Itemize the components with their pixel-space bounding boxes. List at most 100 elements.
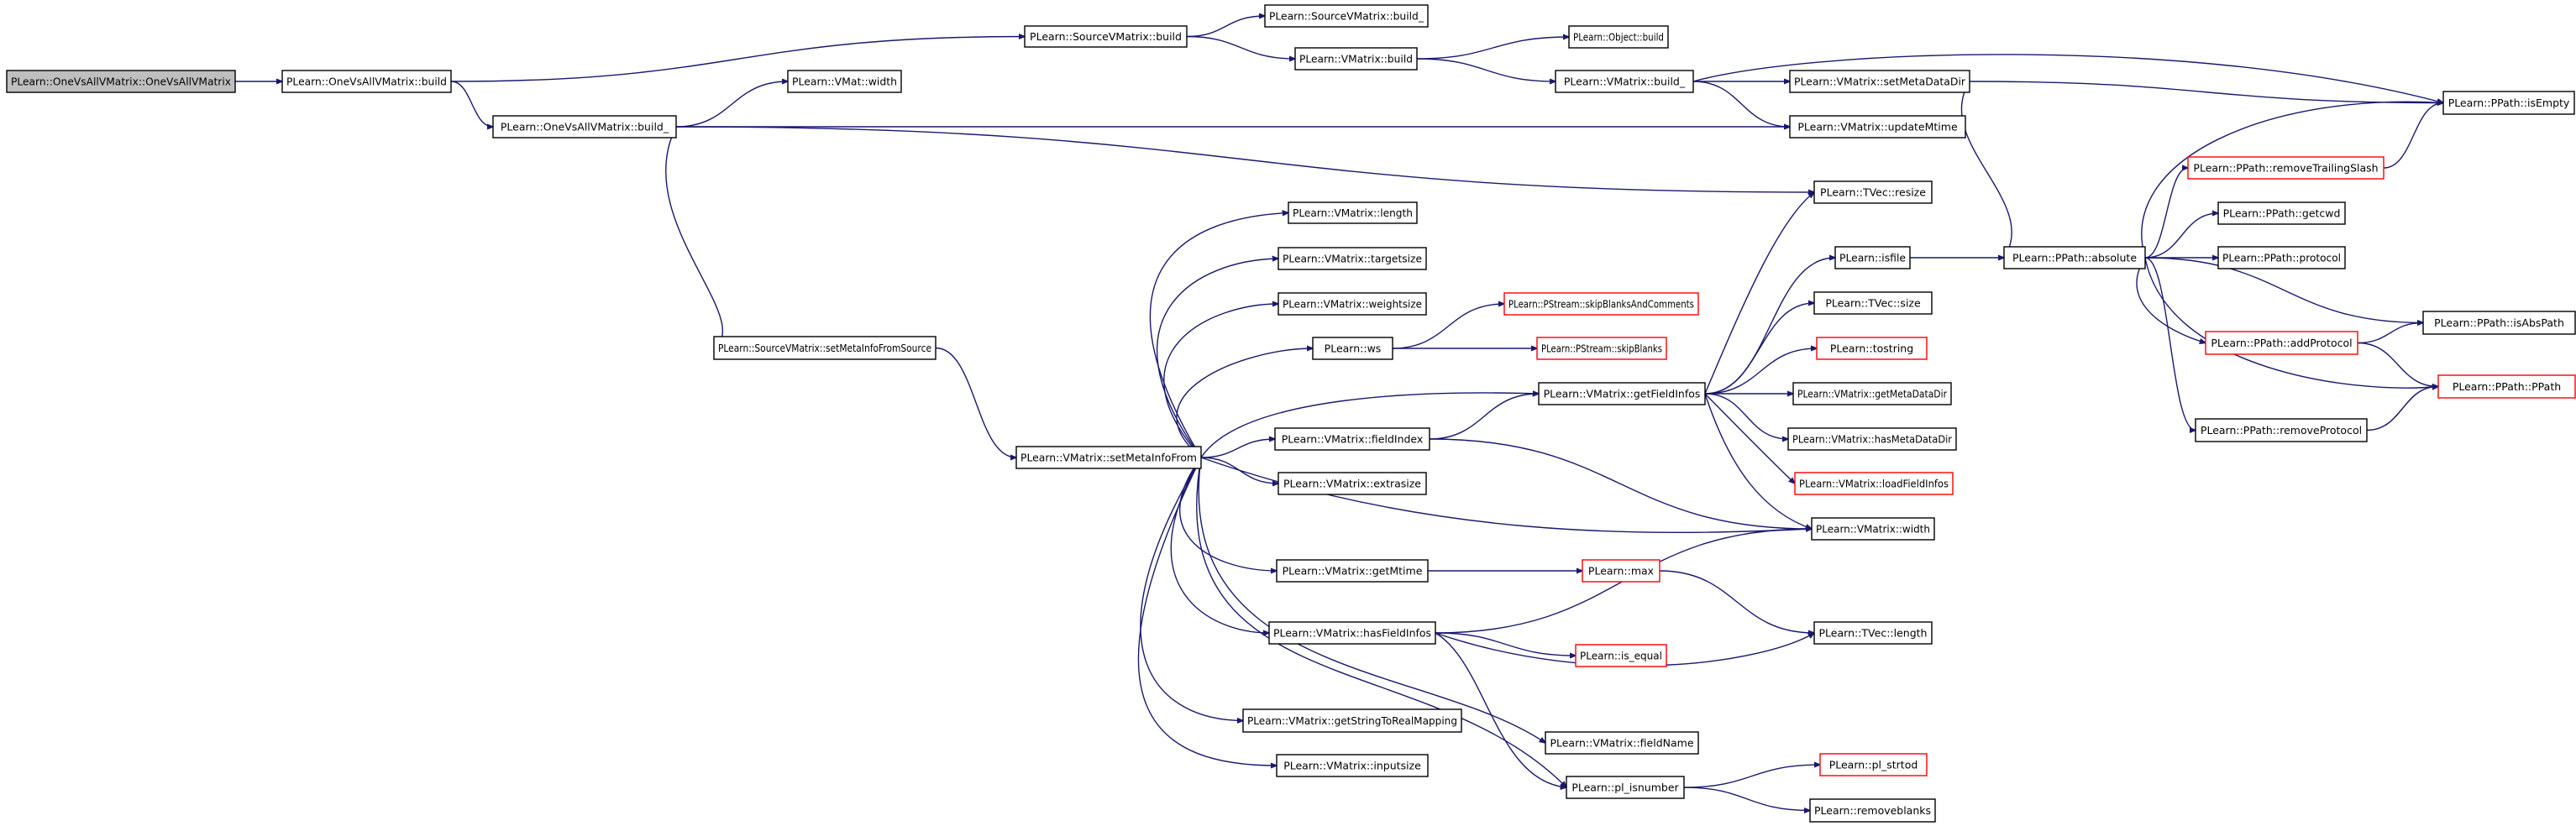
node-plearn-vmatrix-setmetadatadir[interactable]: PLearn::VMatrix::setMetaDataDir bbox=[1789, 70, 1970, 93]
node-box[interactable] bbox=[1813, 291, 1933, 315]
node-plearn-tvec-size[interactable]: PLearn::TVec::size bbox=[1813, 291, 1933, 315]
node-box[interactable] bbox=[2442, 91, 2575, 115]
node-box[interactable] bbox=[1582, 559, 1660, 583]
node-plearn-vmatrix-fieldindex[interactable]: PLearn::VMatrix::fieldIndex bbox=[1274, 427, 1430, 451]
node-plearn-vmatrix-hasfieldinfos[interactable]: PLearn::VMatrix::hasFieldInfos bbox=[1268, 621, 1436, 645]
node-plearn-vmatrix-extrasize[interactable]: PLearn::VMatrix::extrasize bbox=[1278, 472, 1427, 495]
node-box[interactable] bbox=[2187, 156, 2385, 180]
node-box[interactable] bbox=[1811, 517, 1935, 541]
node-box[interactable] bbox=[2437, 374, 2576, 399]
node-box[interactable] bbox=[492, 115, 677, 139]
node-plearn-vmat-width[interactable]: PLearn::VMat::width bbox=[787, 70, 902, 93]
node-plearn-removeblanks[interactable]: PLearn::removeblanks bbox=[1809, 798, 1936, 823]
node-box[interactable] bbox=[1538, 382, 1706, 405]
node-plearn-ppath-protocol[interactable]: PLearn::PPath::protocol bbox=[2217, 246, 2346, 269]
node-box[interactable] bbox=[1294, 47, 1418, 71]
node-plearn-tostring[interactable]: PLearn::tostring bbox=[1816, 337, 1928, 360]
node-plearn-is-equal[interactable]: PLearn::is_equal bbox=[1575, 644, 1667, 667]
node-box[interactable] bbox=[1536, 337, 1667, 360]
node-box[interactable] bbox=[1024, 25, 1188, 48]
node-plearn-ppath-getcwd[interactable]: PLearn::PPath::getcwd bbox=[2217, 201, 2346, 225]
node-plearn-vmatrix-getmtime[interactable]: PLearn::VMatrix::getMtime bbox=[1276, 559, 1429, 583]
node-box[interactable] bbox=[1794, 472, 1954, 495]
node-plearn-ppath-absolute[interactable]: PLearn::PPath::absolute bbox=[2003, 246, 2146, 269]
node-plearn-pstream-skipblanks[interactable]: PLearn::PStream::skipBlanks bbox=[1536, 337, 1667, 360]
node-box[interactable] bbox=[1789, 70, 1970, 93]
node-box[interactable] bbox=[1268, 621, 1436, 645]
node-plearn-vmatrix-width[interactable]: PLearn::VMatrix::width bbox=[1811, 517, 1935, 541]
node-plearn-vmatrix-loadfieldinfos[interactable]: PLearn::VMatrix::loadFieldInfos bbox=[1794, 472, 1954, 495]
node-plearn-vmatrix-setmetainfofrom[interactable]: PLearn::VMatrix::setMetaInfoFrom bbox=[1015, 446, 1202, 469]
node-plearn-onevsallvmatrix-onevsallvmatrix[interactable]: PLearn::OneVsAllVMatrix::OneVsAllVMatrix bbox=[6, 70, 236, 93]
node-plearn-max[interactable]: PLearn::max bbox=[1582, 559, 1660, 583]
node-box[interactable] bbox=[2217, 201, 2346, 225]
node-box[interactable] bbox=[2205, 331, 2358, 355]
node-box[interactable] bbox=[1792, 382, 1952, 405]
node-box[interactable] bbox=[713, 336, 936, 360]
node-plearn-sourcevmatrix-build[interactable]: PLearn::SourceVMatrix::build_ bbox=[1264, 4, 1429, 28]
node-plearn-ppath-isempty[interactable]: PLearn::PPath::isEmpty bbox=[2442, 91, 2575, 115]
node-box[interactable] bbox=[1568, 25, 1669, 49]
node-box[interactable] bbox=[1242, 708, 1462, 733]
node-box[interactable] bbox=[1555, 70, 1694, 93]
node-box[interactable] bbox=[281, 70, 452, 93]
node-box[interactable] bbox=[1834, 246, 1911, 269]
node-box[interactable] bbox=[1312, 337, 1393, 360]
node-plearn-ppath-removeprotocol[interactable]: PLearn::PPath::removeProtocol bbox=[2195, 418, 2368, 442]
node-plearn-ppath-addprotocol[interactable]: PLearn::PPath::addProtocol bbox=[2205, 331, 2358, 355]
node-plearn-vmatrix-hasmetadatadir[interactable]: PLearn::VMatrix::hasMetaDataDir bbox=[1787, 427, 1957, 451]
node-plearn-ppath-removetrailingslash[interactable]: PLearn::PPath::removeTrailingSlash bbox=[2187, 156, 2385, 180]
node-plearn-vmatrix-fieldname[interactable]: PLearn::VMatrix::fieldName bbox=[1545, 731, 1699, 755]
node-box[interactable] bbox=[1015, 446, 1202, 469]
node-box[interactable] bbox=[2217, 246, 2346, 269]
node-plearn-vmatrix-inputsize[interactable]: PLearn::VMatrix::inputsize bbox=[1276, 754, 1429, 777]
node-box[interactable] bbox=[1819, 753, 1928, 776]
node-plearn-tvec-length[interactable]: PLearn::TVec::length bbox=[1813, 621, 1933, 645]
node-box[interactable] bbox=[1566, 776, 1685, 799]
node-box[interactable] bbox=[1813, 621, 1933, 645]
node-plearn-sourcevmatrix-setmetainfofromsource[interactable]: PLearn::SourceVMatrix::setMetaInfoFromSo… bbox=[713, 336, 936, 360]
node-box[interactable] bbox=[2003, 246, 2146, 269]
node-box[interactable] bbox=[1264, 4, 1429, 28]
node-plearn-pstream-skipblanksandcomments[interactable]: PLearn::PStream::skipBlanksAndComments bbox=[1503, 292, 1699, 316]
node-plearn-sourcevmatrix-build[interactable]: PLearn::SourceVMatrix::build bbox=[1024, 25, 1188, 48]
node-box[interactable] bbox=[6, 70, 236, 93]
node-box[interactable] bbox=[1276, 559, 1429, 583]
node-plearn-isfile[interactable]: PLearn::isfile bbox=[1834, 246, 1911, 269]
node-box[interactable] bbox=[1276, 754, 1429, 777]
node-box[interactable] bbox=[1278, 292, 1427, 316]
node-plearn-onevsallvmatrix-build[interactable]: PLearn::OneVsAllVMatrix::build_ bbox=[492, 115, 677, 139]
node-plearn-ppath-isabspath[interactable]: PLearn::PPath::isAbsPath bbox=[2422, 311, 2576, 335]
node-box[interactable] bbox=[1787, 427, 1957, 451]
node-plearn-tvec-resize[interactable]: PLearn::TVec::resize bbox=[1813, 180, 1933, 204]
node-box[interactable] bbox=[1813, 180, 1933, 204]
node-box[interactable] bbox=[1816, 337, 1928, 360]
node-box[interactable] bbox=[1789, 115, 1966, 139]
node-plearn-vmatrix-build[interactable]: PLearn::VMatrix::build_ bbox=[1555, 70, 1694, 93]
node-plearn-object-build[interactable]: PLearn::Object::build bbox=[1568, 25, 1669, 49]
node-plearn-pl-strtod[interactable]: PLearn::pl_strtod bbox=[1819, 753, 1928, 776]
node-plearn-ws[interactable]: PLearn::ws bbox=[1312, 337, 1393, 360]
node-plearn-vmatrix-updatemtime[interactable]: PLearn::VMatrix::updateMtime bbox=[1789, 115, 1966, 139]
node-box[interactable] bbox=[2422, 311, 2576, 335]
node-plearn-vmatrix-getmetadatadir[interactable]: PLearn::VMatrix::getMetaDataDir bbox=[1792, 382, 1952, 405]
node-box[interactable] bbox=[2195, 418, 2368, 442]
node-plearn-vmatrix-getstringtorealmapping[interactable]: PLearn::VMatrix::getStringToRealMapping bbox=[1242, 708, 1462, 733]
node-plearn-vmatrix-length[interactable]: PLearn::VMatrix::length bbox=[1288, 201, 1418, 224]
node-box[interactable] bbox=[1545, 731, 1699, 755]
node-plearn-pl-isnumber[interactable]: PLearn::pl_isnumber bbox=[1566, 776, 1685, 799]
node-box[interactable] bbox=[1809, 798, 1936, 823]
node-plearn-onevsallvmatrix-build[interactable]: PLearn::OneVsAllVMatrix::build bbox=[281, 70, 452, 93]
node-box[interactable] bbox=[1575, 644, 1667, 667]
node-plearn-vmatrix-build[interactable]: PLearn::VMatrix::build bbox=[1294, 47, 1418, 71]
node-box[interactable] bbox=[787, 70, 902, 93]
node-box[interactable] bbox=[1278, 247, 1427, 270]
node-box[interactable] bbox=[1288, 201, 1418, 224]
node-plearn-vmatrix-getfieldinfos[interactable]: PLearn::VMatrix::getFieldInfos bbox=[1538, 382, 1706, 405]
node-box[interactable] bbox=[1503, 292, 1699, 316]
node-box[interactable] bbox=[1278, 472, 1427, 495]
node-plearn-vmatrix-targetsize[interactable]: PLearn::VMatrix::targetsize bbox=[1278, 247, 1427, 270]
node-plearn-ppath-ppath[interactable]: PLearn::PPath::PPath bbox=[2437, 374, 2576, 399]
node-plearn-vmatrix-weightsize[interactable]: PLearn::VMatrix::weightsize bbox=[1278, 292, 1427, 316]
node-box[interactable] bbox=[1274, 427, 1430, 451]
